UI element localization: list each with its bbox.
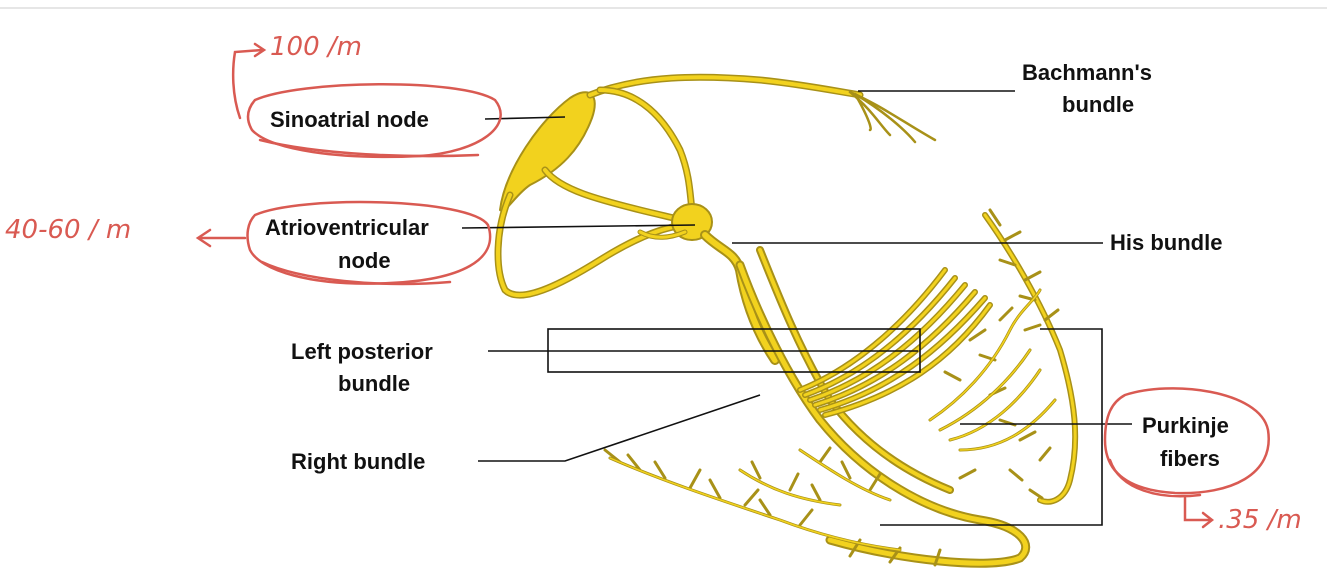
label-his-bundle: His bundle — [1110, 230, 1222, 255]
internodal-outer — [498, 195, 690, 295]
label-left-posterior-line1: Left posterior — [291, 339, 433, 364]
av-rate-annotation: 40-60 / m — [5, 215, 131, 245]
label-purkinje-line1: Purkinje — [1142, 413, 1229, 438]
purkinje-rate-annotation: .35 /m — [1218, 505, 1302, 535]
label-atrioventricular-line1: Atrioventricular — [265, 215, 429, 240]
label-atrioventricular-line2: node — [338, 248, 391, 273]
purkinje-circle — [1105, 388, 1269, 493]
internodal-middle — [545, 170, 690, 222]
label-bachmann-line1: Bachmann's — [1022, 60, 1152, 85]
label-sinoatrial-node: Sinoatrial node — [270, 107, 429, 132]
label-purkinje-line2: fibers — [1160, 446, 1220, 471]
conduction-system — [498, 77, 1075, 565]
label-right-bundle: Right bundle — [291, 449, 425, 474]
label-left-posterior-line2: bundle — [338, 371, 410, 396]
label-bachmann-line2: bundle — [1062, 92, 1134, 117]
leader-right-bundle — [478, 395, 760, 461]
sa-rate-annotation: 100 /m — [270, 32, 362, 62]
purkinje-fibers-left — [605, 448, 940, 565]
sa-arrow — [233, 50, 262, 118]
